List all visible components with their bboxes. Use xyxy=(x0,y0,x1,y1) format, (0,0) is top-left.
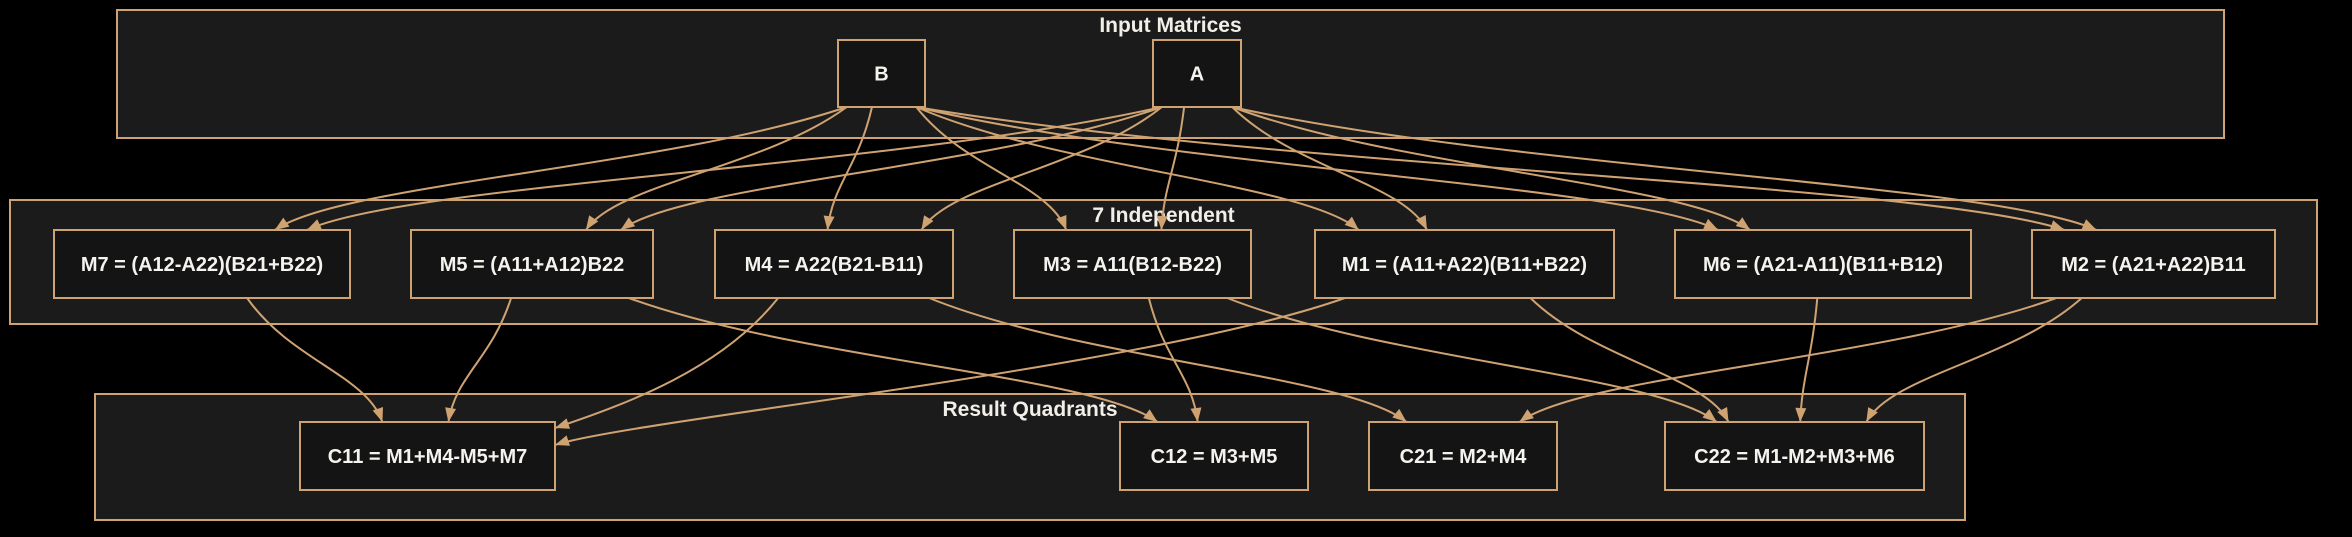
edge-A-to-M4 xyxy=(920,106,1163,231)
arrowhead-M5-to-C11 xyxy=(445,407,457,422)
edge-M6-to-C22 xyxy=(1799,297,1819,423)
arrowhead-A-to-M4 xyxy=(921,215,934,230)
node-box-M1 xyxy=(1314,229,1615,299)
edge-M5-to-C11 xyxy=(447,297,513,423)
node-M2: M2 = (A21+A22)B11 xyxy=(2031,229,2276,299)
edge-B-to-M4 xyxy=(826,106,873,231)
edge-B-to-M6 xyxy=(916,106,1719,231)
node-label-C12: C12 = M3+M5 xyxy=(1151,446,1278,468)
node-M4: M4 = A22(B21-B11) xyxy=(714,229,954,299)
node-box-C12 xyxy=(1119,421,1309,491)
node-box-M2 xyxy=(2031,229,2276,299)
node-M6: M6 = (A21-A11)(B11+B12) xyxy=(1674,229,1972,299)
edge-A-to-M6 xyxy=(1231,106,1751,231)
node-label-C21: C21 = M2+M4 xyxy=(1400,446,1528,468)
arrowhead-M5-to-C12 xyxy=(1143,409,1158,422)
arrowhead-A-to-M6 xyxy=(1735,217,1751,230)
node-label-M5: M5 = (A11+A12)B22 xyxy=(440,254,625,276)
edge-B-to-M1 xyxy=(915,106,1360,231)
edge-M1-to-C11 xyxy=(554,297,1346,446)
arrowhead-M3-to-C12 xyxy=(1190,407,1202,422)
node-C22: C22 = M1-M2+M3+M6 xyxy=(1664,421,1925,491)
node-box-M5 xyxy=(410,229,654,299)
node-label-M4: M4 = A22(B21-B11) xyxy=(745,254,924,276)
arrowhead-B-to-M3 xyxy=(1056,214,1067,230)
node-label-M6: M6 = (A21-A11)(B11+B12) xyxy=(1703,254,1943,276)
edge-M4-to-C11 xyxy=(554,297,779,429)
arrowhead-M3-to-C22 xyxy=(1702,408,1717,422)
arrowhead-A-to-M3 xyxy=(1156,215,1168,230)
edge-M3-to-C22 xyxy=(1226,297,1718,423)
arrowhead-M6-to-C22 xyxy=(1795,407,1807,422)
edge-A-to-M1 xyxy=(1231,106,1428,231)
cluster-label-input: Input Matrices xyxy=(1099,14,1241,37)
node-M5: M5 = (A11+A12)B22 xyxy=(410,229,654,299)
node-label-B: B xyxy=(874,64,888,86)
arrowhead-A-to-M5 xyxy=(620,217,636,230)
node-box-A xyxy=(1152,39,1242,108)
node-C21: C21 = M2+M4 xyxy=(1368,421,1558,491)
node-label-A: A xyxy=(1190,64,1204,86)
node-box-M4 xyxy=(714,229,954,299)
arrowhead-B-to-M2 xyxy=(2049,220,2065,231)
arrowhead-A-to-M2 xyxy=(2081,219,2097,230)
node-C12: C12 = M3+M5 xyxy=(1119,421,1309,491)
node-label-M1: M1 = (A11+A22)(B11+B22) xyxy=(1342,254,1587,276)
arrowhead-M2-to-C22 xyxy=(1866,407,1878,422)
edge-M2-to-C22 xyxy=(1865,297,2083,423)
arrowhead-B-to-M5 xyxy=(585,215,599,230)
edge-B-to-M5 xyxy=(585,106,848,231)
node-box-M6 xyxy=(1674,229,1972,299)
node-M7: M7 = (A12-A22)(B21+B22) xyxy=(53,229,351,299)
arrowhead-M7-to-C11 xyxy=(372,406,384,422)
node-box-M3 xyxy=(1013,229,1252,299)
arrowhead-B-to-M4 xyxy=(823,215,835,230)
edge-M5-to-C12 xyxy=(628,297,1159,423)
edge-M4-to-C21 xyxy=(928,297,1408,423)
edge-A-to-M2 xyxy=(1231,106,2098,231)
arrowhead-M2-to-C21 xyxy=(1519,409,1534,422)
node-M1: M1 = (A11+A22)(B11+B22) xyxy=(1314,229,1615,299)
arrowhead-B-to-M1 xyxy=(1344,216,1359,230)
node-box-C22 xyxy=(1664,421,1925,491)
arrowhead-A-to-M1 xyxy=(1415,215,1427,230)
cluster-label-result: Result Quadrants xyxy=(942,398,1117,421)
node-box-C11 xyxy=(299,421,556,491)
arrowhead-M1-to-C22 xyxy=(1717,407,1729,422)
edge-M7-to-C11 xyxy=(246,297,384,423)
edge-B-to-M2 xyxy=(916,106,2065,231)
node-label-M7: M7 = (A12-A22)(B21+B22) xyxy=(81,254,323,276)
node-label-C11: C11 = M1+M4-M5+M7 xyxy=(328,446,528,468)
node-label-M3: M3 = A11(B12-B22) xyxy=(1043,254,1222,276)
edge-M1-to-C22 xyxy=(1529,297,1730,423)
node-M3: M3 = A11(B12-B22) xyxy=(1013,229,1252,299)
node-A: A xyxy=(1152,39,1242,108)
arrowhead-M4-to-C21 xyxy=(1392,408,1407,422)
edge-B-to-M3 xyxy=(915,106,1068,231)
node-box-M7 xyxy=(53,229,351,299)
node-B: B xyxy=(837,39,926,108)
arrowhead-M4-to-C11 xyxy=(555,418,571,429)
arrowhead-B-to-M6 xyxy=(1703,218,1719,230)
node-box-B xyxy=(837,39,926,108)
edge-M3-to-C12 xyxy=(1147,297,1199,423)
arrowhead-M1-to-C11 xyxy=(555,435,571,446)
edge-M2-to-C21 xyxy=(1518,297,2057,423)
node-box-C21 xyxy=(1368,421,1558,491)
arrowhead-B-to-M7 xyxy=(274,217,290,230)
edge-B-to-M7 xyxy=(274,106,848,231)
node-C11: C11 = M1+M4-M5+M7 xyxy=(299,421,556,491)
node-label-M2: M2 = (A21+A22)B11 xyxy=(2061,254,2246,276)
node-label-C22: C22 = M1-M2+M3+M6 xyxy=(1694,446,1895,468)
arrowhead-A-to-M7 xyxy=(306,219,322,230)
